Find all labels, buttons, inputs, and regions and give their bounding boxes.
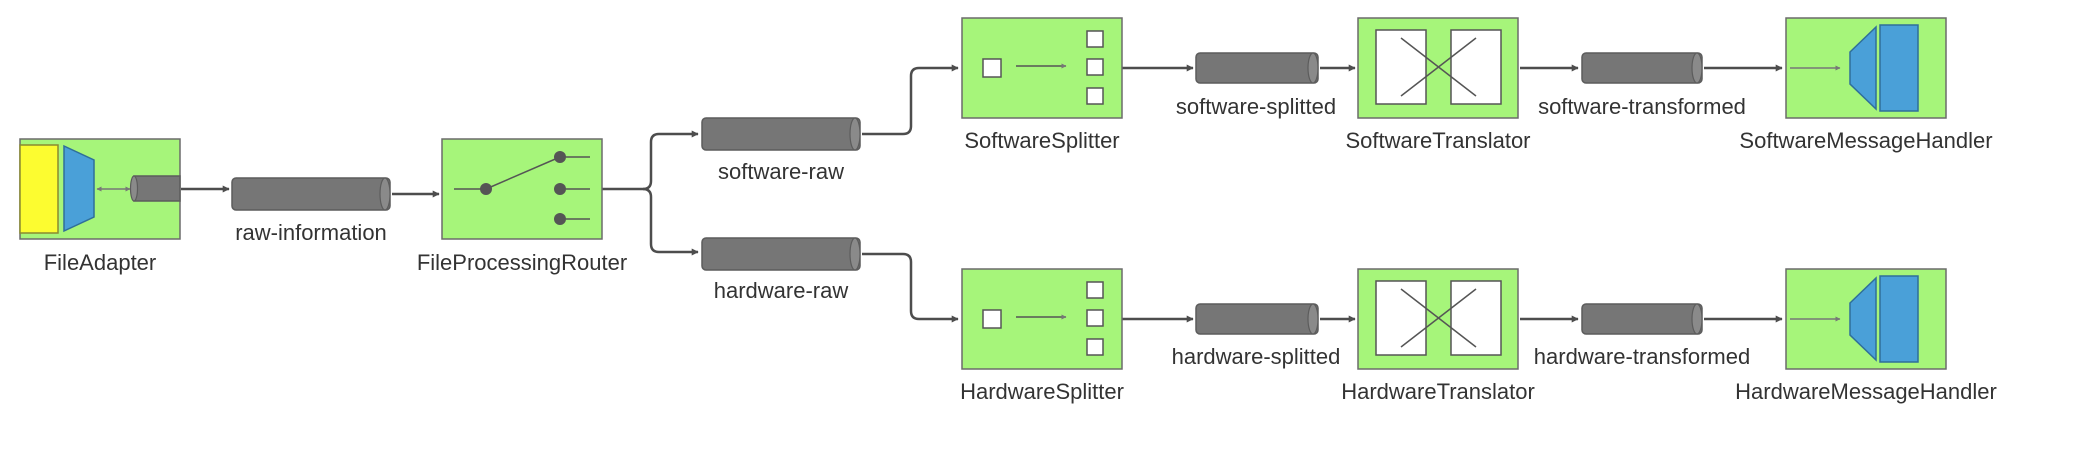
hardware-message-handler-label: HardwareMessageHandler — [1735, 379, 1997, 404]
service-icon — [1879, 275, 1919, 363]
edge-router-to-software-raw — [602, 130, 699, 191]
channel-software-raw[interactable]: software-raw — [701, 117, 861, 184]
software-splitter-label: SoftwareSplitter — [964, 128, 1119, 153]
channel-raw-information-label: raw-information — [235, 220, 387, 245]
channel-hardware-raw[interactable]: hardware-raw — [701, 237, 861, 303]
channel-end-icon — [1691, 303, 1703, 335]
software-translator-label: SoftwareTranslator — [1345, 128, 1530, 153]
transformer-icon — [1375, 29, 1502, 105]
channel-software-splitted[interactable]: software-splitted — [1176, 52, 1336, 119]
channel-hardware-transformed[interactable]: hardware-transformed — [1534, 303, 1750, 369]
router[interactable]: FileProcessingRouter — [417, 138, 627, 275]
channel-end-icon — [379, 177, 391, 211]
channel-stub-icon — [129, 175, 181, 202]
splitter-icon — [982, 30, 1104, 105]
channel-end-icon — [849, 117, 861, 151]
adapter-icon — [63, 144, 95, 233]
flow-edges — [181, 64, 1783, 323]
channel-hardware-splitted[interactable]: hardware-splitted — [1172, 303, 1341, 369]
splitter-icon — [982, 281, 1104, 356]
software-translator[interactable]: SoftwareTranslator — [1345, 17, 1531, 153]
service-activator-icon — [1849, 276, 1877, 362]
service-icon — [1879, 24, 1919, 112]
channel-software-transformed-label: software-transformed — [1538, 94, 1746, 119]
channel-software-transformed[interactable]: software-transformed — [1538, 52, 1746, 119]
hardware-translator-label: HardwareTranslator — [1341, 379, 1535, 404]
file-icon — [19, 144, 59, 234]
channel-end-icon — [1307, 303, 1319, 335]
edge-software-raw-to-software-splitter — [862, 64, 959, 136]
edge-hardware-raw-to-hardware-splitter — [862, 252, 959, 323]
channel-end-icon — [1691, 52, 1703, 84]
file-adapter-label: FileAdapter — [44, 250, 157, 275]
router-switch-icon — [454, 151, 590, 225]
channel-hardware-raw-label: hardware-raw — [714, 278, 849, 303]
channel-end-icon — [849, 237, 861, 271]
service-activator-icon — [1849, 25, 1877, 111]
software-splitter[interactable]: SoftwareSplitter — [961, 17, 1123, 153]
channel-hardware-splitted-label: hardware-splitted — [1172, 344, 1341, 369]
edge-router-to-hardware-raw — [642, 187, 699, 256]
router-label: FileProcessingRouter — [417, 250, 627, 275]
channel-software-raw-label: software-raw — [718, 159, 844, 184]
channel-raw-information[interactable]: raw-information — [231, 177, 391, 245]
file-adapter[interactable]: FileAdapter — [19, 138, 181, 275]
transformer-icon — [1375, 280, 1502, 356]
channel-end-icon — [1307, 52, 1319, 84]
software-message-handler[interactable]: SoftwareMessageHandler — [1739, 17, 1993, 153]
hardware-splitter[interactable]: HardwareSplitter — [960, 268, 1124, 404]
hardware-splitter-label: HardwareSplitter — [960, 379, 1124, 404]
channel-hardware-transformed-label: hardware-transformed — [1534, 344, 1750, 369]
channel-software-splitted-label: software-splitted — [1176, 94, 1336, 119]
hardware-translator[interactable]: HardwareTranslator — [1341, 268, 1535, 404]
hardware-message-handler[interactable]: HardwareMessageHandler — [1735, 268, 1997, 404]
software-message-handler-label: SoftwareMessageHandler — [1739, 128, 1992, 153]
